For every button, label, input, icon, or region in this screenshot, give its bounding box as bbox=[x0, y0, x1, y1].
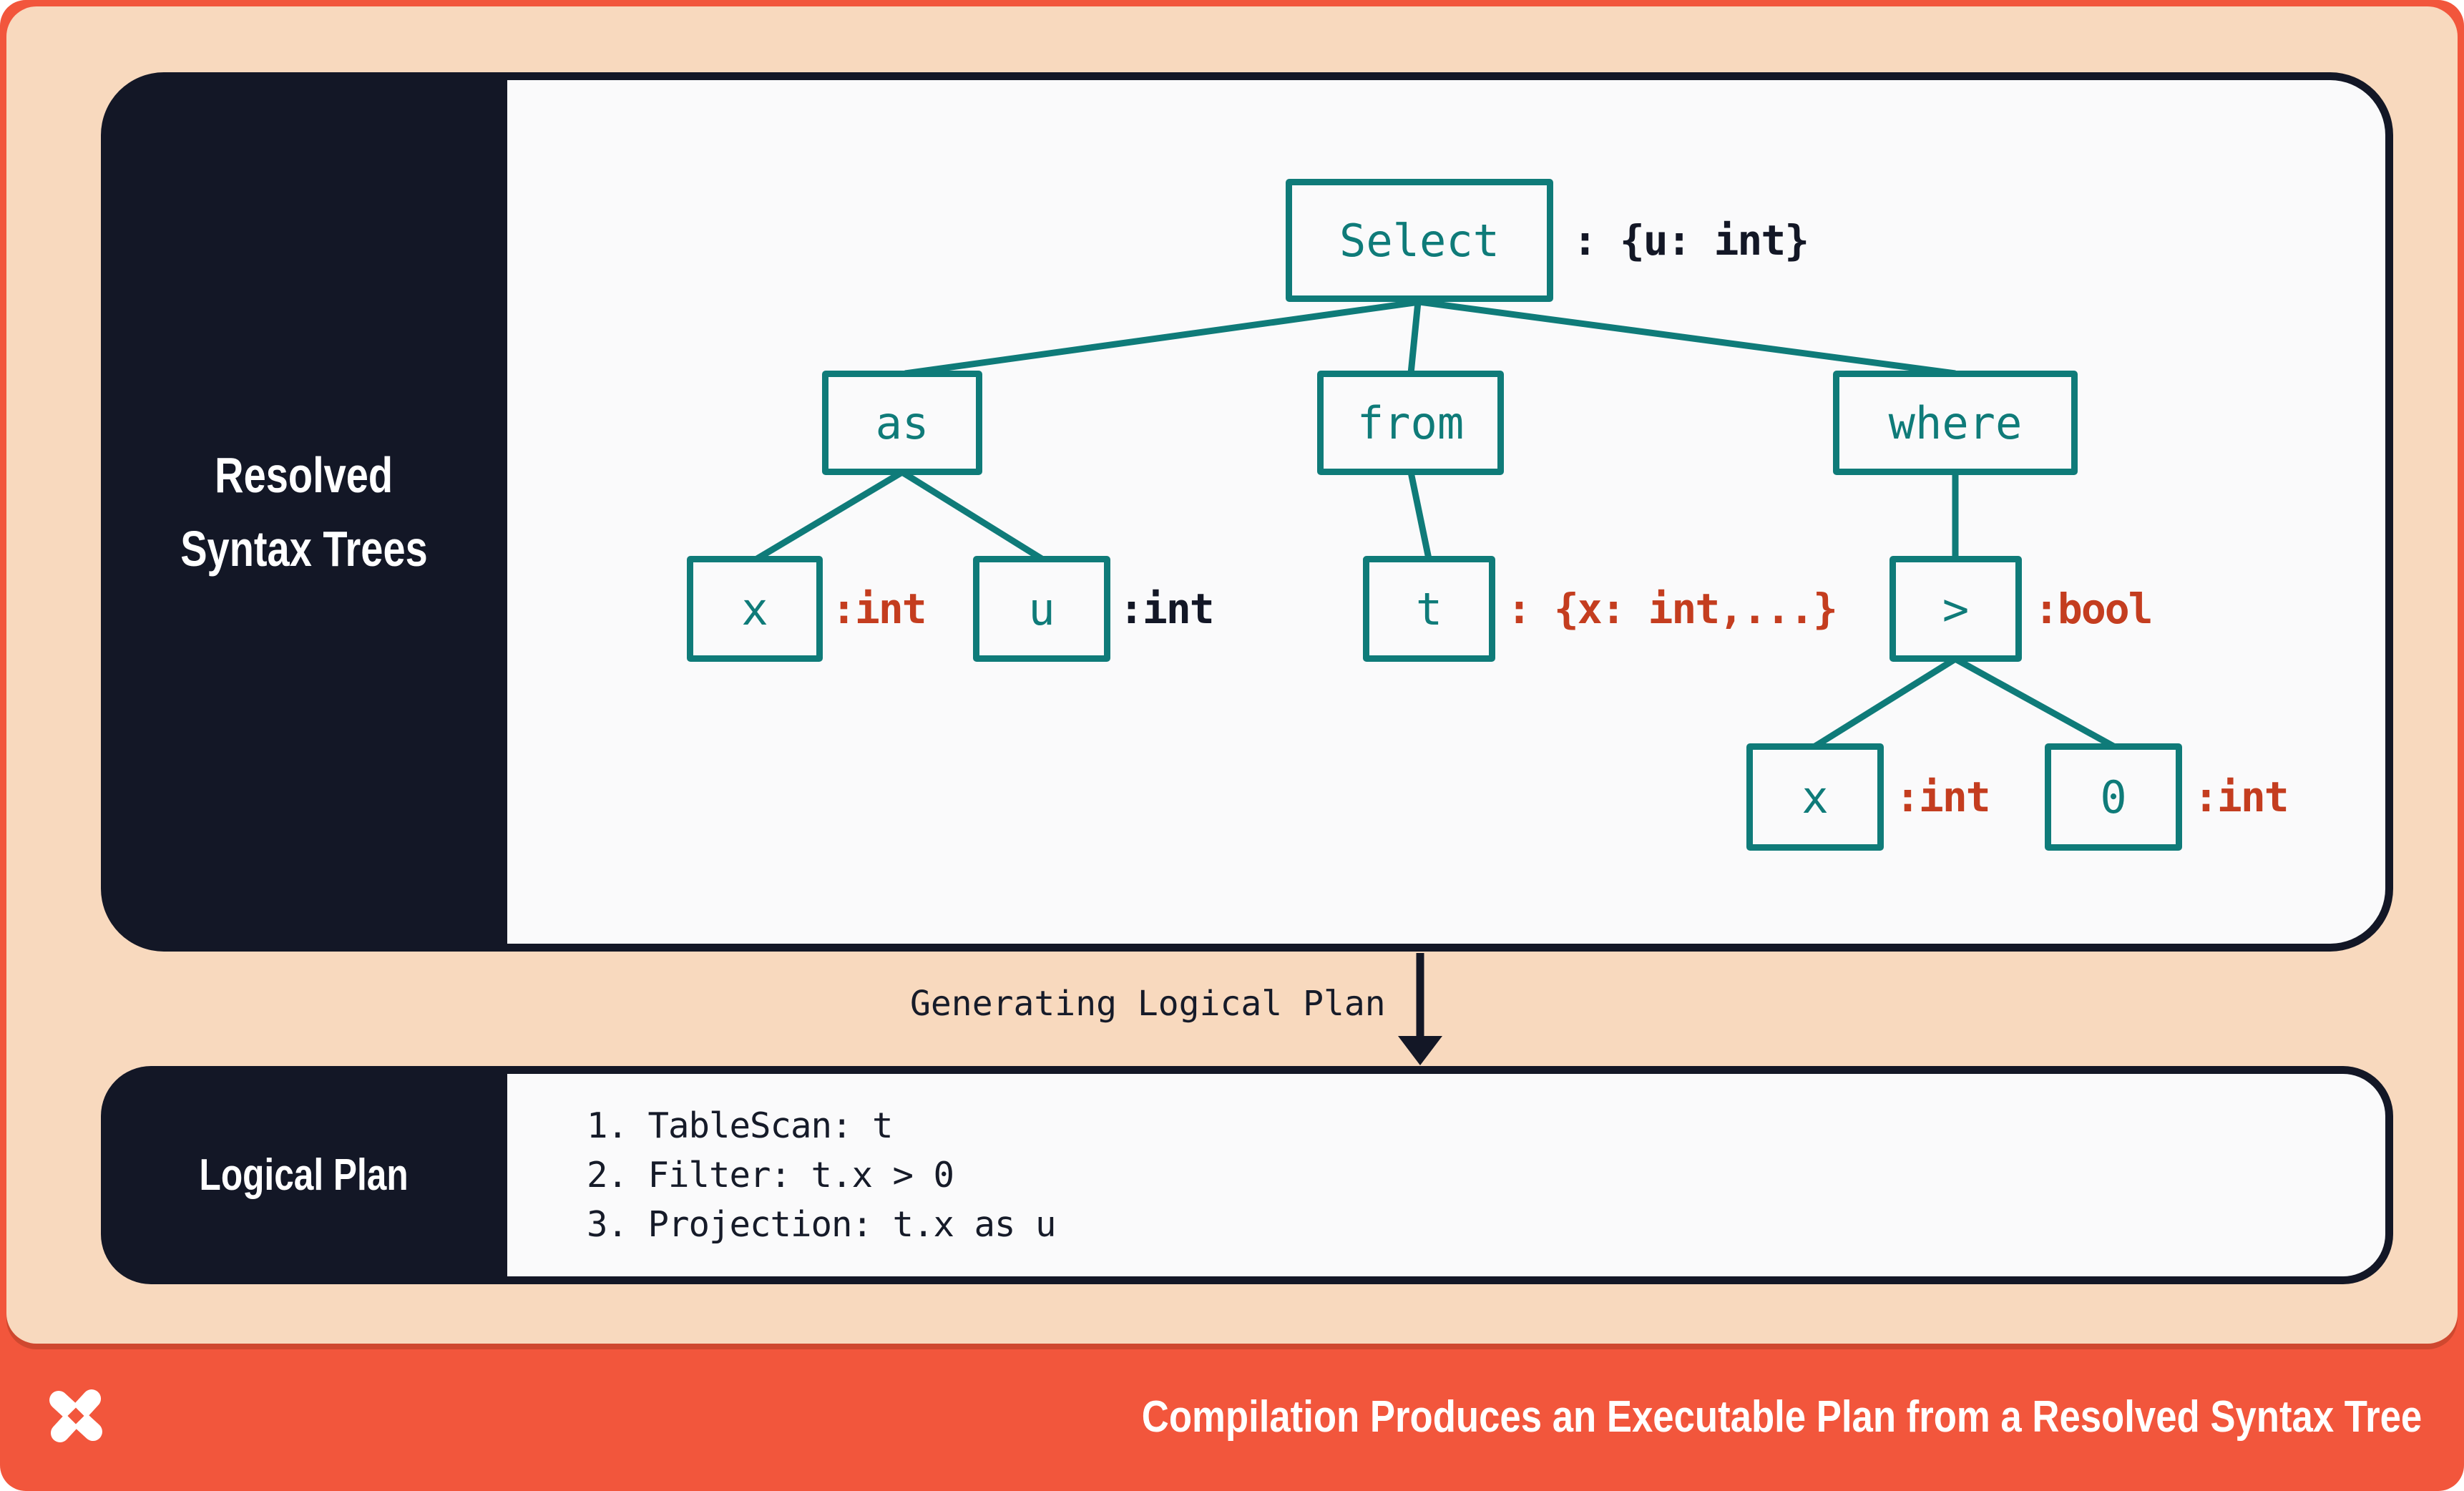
label-line: Resolved bbox=[215, 446, 393, 503]
plan-step: 2. Filter: t.x > 0 bbox=[587, 1155, 954, 1196]
plan-step: 3. Projection: t.x as u bbox=[587, 1204, 1057, 1245]
footer-title: Compilation Produces an Executable Plan … bbox=[1141, 1392, 2422, 1442]
plan-step: 1. TableScan: t bbox=[587, 1105, 894, 1146]
transition-label: Generating Logical Plan bbox=[910, 984, 1386, 1024]
logical-plan-steps: 1. TableScan: t 2. Filter: t.x > 0 3. Pr… bbox=[507, 1074, 2385, 1276]
logical-plan-label: Logical Plan bbox=[101, 1066, 507, 1284]
label-line: Logical Plan bbox=[199, 1150, 409, 1200]
logical-plan-canvas bbox=[507, 1074, 2385, 1276]
logical-plan-card: Logical Plan 1. TableScan: t 2. Filter: … bbox=[101, 1066, 2393, 1284]
label-line: Syntax Trees bbox=[180, 520, 428, 577]
resolved-syntax-trees-label: Resolved Syntax Trees bbox=[101, 72, 507, 952]
pinwheel-x-logo-icon bbox=[49, 1389, 102, 1442]
